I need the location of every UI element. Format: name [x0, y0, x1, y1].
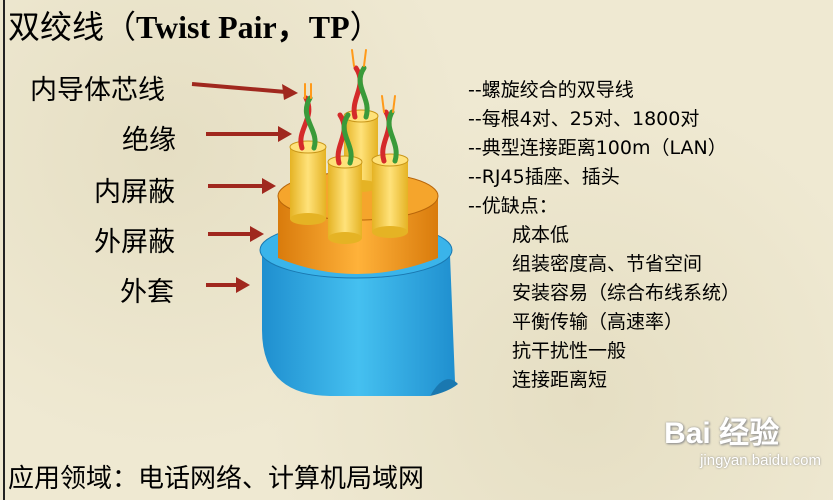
twisted-wire-pair [335, 112, 354, 166]
sub-item: 平衡传输（高速率） [512, 311, 684, 333]
sub-item: 连接距离短 [512, 369, 608, 391]
label-outer-shield: 外屏蔽 [94, 227, 175, 258]
left-border-rule [3, 0, 5, 500]
label-outer-jacket: 外套 [120, 277, 174, 308]
sub-item: 成本低 [512, 224, 570, 246]
page-title: 双绞线（Twist Pair，TP） [8, 2, 382, 48]
label-arrows [191, 82, 298, 293]
sub-item: 安装容易（综合布线系统） [512, 282, 741, 304]
arrow-outer-shield [208, 226, 264, 242]
arrow-insulation [206, 126, 292, 142]
application-footer: 应用领域：电话网络、计算机局域网 [8, 464, 425, 494]
arrow-outer-jacket [206, 277, 250, 293]
watermark-site: jingyan.baidu.com [700, 452, 821, 469]
insulated-conductor [371, 153, 409, 238]
bullet-item: --典型连接距离100m（LAN） [468, 137, 727, 159]
insulated-conductor [327, 155, 363, 244]
label-inner-shield: 内屏蔽 [94, 177, 175, 208]
bullet-item: --RJ45插座、插头 [468, 166, 620, 188]
bullet-item: --每根4对、25对、1800对 [468, 108, 700, 130]
baidu-watermark: Bai 经验 jingyan.baidu.com [664, 408, 821, 469]
label-insulation: 绝缘 [122, 125, 176, 156]
insulated-conductor [289, 140, 327, 225]
sub-item: 组装密度高、节省空间 [512, 253, 703, 275]
title-english: Twist Pair，TP [136, 9, 350, 45]
bullet-item: --螺旋绞合的双导线 [468, 79, 634, 101]
twisted-wire-pair [380, 95, 399, 164]
arrow-inner-conductor [191, 82, 298, 100]
label-inner-conductor: 内导体芯线 [30, 75, 165, 106]
title-prefix: 双绞线（ [8, 8, 137, 46]
twisted-wire-pair [351, 49, 370, 120]
twisted-wire-pair [298, 83, 318, 151]
title-suffix: ） [349, 8, 382, 46]
watermark-logo: Bai 经验 [664, 417, 780, 450]
sub-item: 抗干扰性一般 [512, 340, 627, 362]
arrow-inner-shield [208, 178, 276, 194]
feature-list: --螺旋绞合的双导线 --每根4对、25对、1800对 --典型连接距离100m… [468, 76, 740, 395]
bullet-item: --优缺点： [468, 195, 558, 217]
